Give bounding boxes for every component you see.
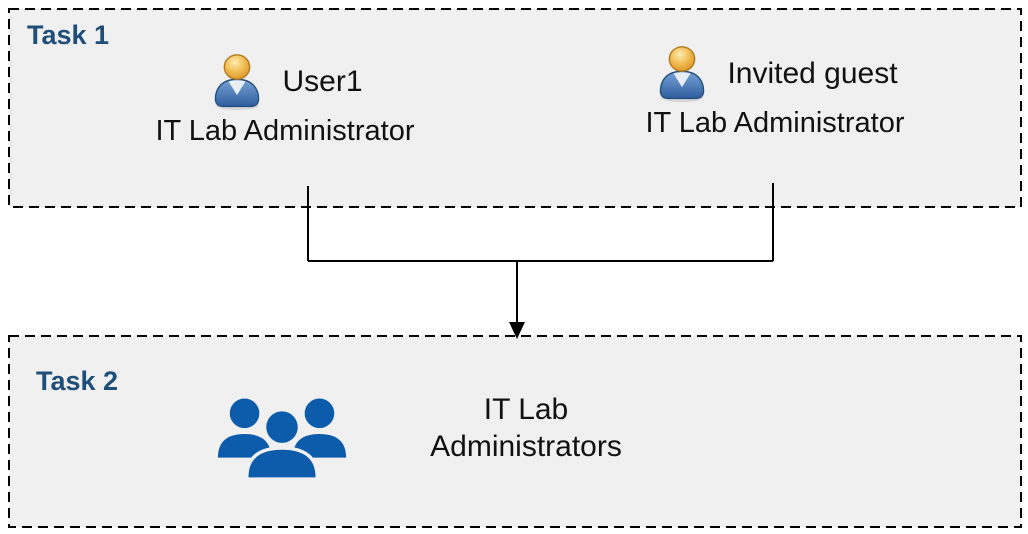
user2-row: Invited guest [580, 44, 970, 104]
task1-label: Task 1 [27, 20, 110, 50]
group-name-line1: IT Lab [483, 393, 569, 426]
user1-role: IT Lab Administrator [155, 115, 415, 147]
user2-name: Invited guest [727, 57, 898, 90]
group-name-line2: Administrators [430, 430, 622, 463]
task2-box [8, 335, 1022, 528]
task1-box [8, 8, 1022, 208]
merge-connector [307, 183, 774, 324]
user-icon [207, 52, 267, 112]
user2-group: Invited guest IT Lab Administrator [580, 44, 970, 140]
task2-label: Task 2 [36, 366, 119, 396]
user1-row: User1 [95, 52, 475, 112]
user1-name: User1 [282, 65, 363, 98]
down-arrow-head [509, 322, 525, 339]
group-name: IT Lab Administrators [390, 391, 662, 465]
people-group-icon [213, 394, 351, 478]
user-icon [652, 44, 712, 104]
user2-role: IT Lab Administrator [645, 107, 905, 139]
user1-group: User1 IT Lab Administrator [95, 52, 475, 148]
